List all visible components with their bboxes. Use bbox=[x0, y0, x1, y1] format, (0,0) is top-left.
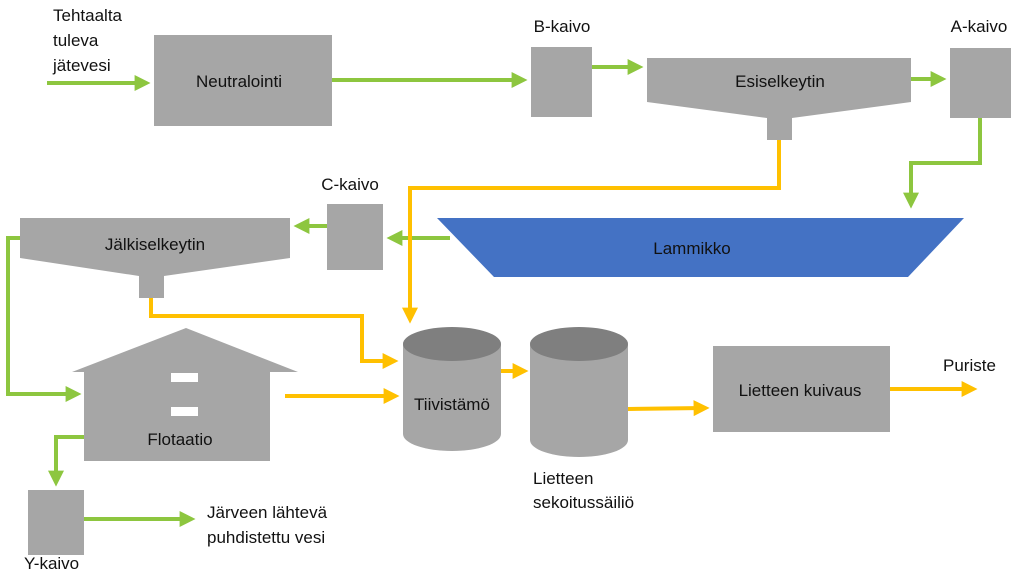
esiselkeytin-label: Esiselkeytin bbox=[735, 72, 825, 91]
sekoitussailio-tank bbox=[530, 327, 628, 457]
sludge-arrow-jalkiselkeytin-to-tiivistamo bbox=[149, 298, 399, 369]
inflow-label: Tehtaalta tuleva jätevesi bbox=[52, 6, 127, 75]
c-kaivo-label: C-kaivo bbox=[321, 175, 379, 194]
flotaatio-window bbox=[171, 407, 198, 416]
y-kaivo-label: Y-kaivo bbox=[24, 554, 79, 573]
neutralointi-label: Neutralointi bbox=[196, 72, 282, 91]
flow-arrow-a-to-lammikko bbox=[903, 118, 982, 209]
neutralointi-unit bbox=[154, 35, 332, 126]
tiivistamo-label: Tiivistämö bbox=[414, 395, 490, 414]
flotaatio-window bbox=[171, 373, 198, 382]
jalkiselkeytin-label: Jälkiselkeytin bbox=[105, 235, 205, 254]
c-kaivo-well bbox=[327, 204, 383, 270]
sekoitussailio-label: Lietteen sekoitussäiliö bbox=[533, 469, 634, 512]
y-kaivo-well bbox=[28, 490, 84, 555]
a-kaivo-well bbox=[950, 48, 1011, 118]
b-kaivo-well bbox=[531, 47, 592, 117]
jalkiselkeytin-clarifier bbox=[20, 218, 290, 298]
lammikko-pond bbox=[437, 218, 964, 277]
lietteen-kuivaus-label: Lietteen kuivaus bbox=[739, 381, 862, 400]
a-kaivo-label: A-kaivo bbox=[951, 17, 1008, 36]
puriste-label: Puriste bbox=[943, 356, 996, 375]
sludge-arrow-esiselkeytin-to-tiivistamo bbox=[402, 140, 781, 324]
outflow-label: Järveen lähtevä puhdistettu vesi bbox=[207, 503, 332, 547]
esiselkeytin-clarifier bbox=[647, 58, 911, 140]
flotaatio-building bbox=[72, 328, 298, 461]
sludge-arrow-sekoitussailio-to-kuivaus bbox=[627, 400, 710, 417]
flow-arrow-jalkiselkeytin-to-flotaatio bbox=[6, 236, 82, 402]
lammikko-label: Lammikko bbox=[653, 239, 730, 258]
flow-arrow-flotaatio-to-y bbox=[48, 435, 84, 487]
lietteen-kuivaus-unit bbox=[713, 346, 890, 432]
b-kaivo-label: B-kaivo bbox=[534, 17, 591, 36]
tiivistamo-tank bbox=[403, 327, 501, 451]
flotaatio-label: Flotaatio bbox=[147, 430, 212, 449]
